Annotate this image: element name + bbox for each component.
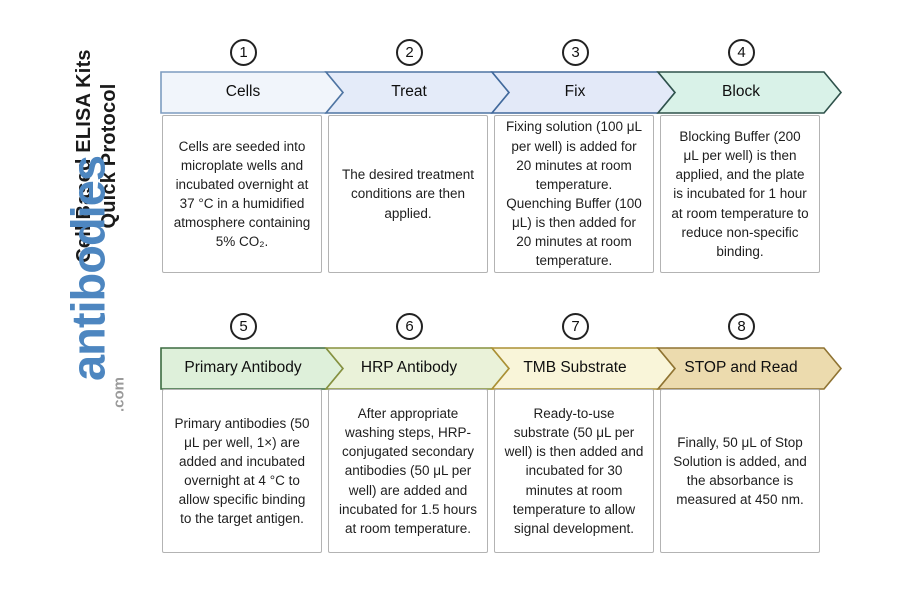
- step-number-5: 5: [230, 313, 257, 340]
- step-number-3: 3: [562, 39, 589, 66]
- step-number-1: 1: [230, 39, 257, 66]
- description-step-8: Finally, 50 μL of Stop Solution is added…: [660, 389, 820, 553]
- step-number-2-text: 2: [405, 44, 414, 61]
- arrow-label-hrp-antibody: HRP Antibody: [360, 359, 458, 376]
- description-step-8-text: Finally, 50 μL of Stop Solution is added…: [673, 434, 807, 508]
- step-number-7: 7: [562, 313, 589, 340]
- step-number-1-text: 1: [239, 44, 248, 61]
- arrow-band-bottom: [160, 347, 843, 390]
- logo-suffix: .com: [110, 377, 128, 413]
- description-step-5-text: Primary antibodies (50 μL per well, 1×) …: [174, 415, 310, 527]
- step-number-5-text: 5: [239, 318, 248, 335]
- arrow-label-fix: Fix: [564, 83, 586, 100]
- logo-word: antibodies: [61, 155, 115, 381]
- description-step-1: Cells are seeded into microplate wells a…: [162, 115, 322, 273]
- description-step-3: Fixing solution (100 μL per well) is add…: [494, 115, 654, 273]
- step-number-2: 2: [396, 39, 423, 66]
- arrow-band-top: [160, 71, 843, 114]
- step-number-3-text: 3: [571, 44, 580, 61]
- arrow-step-8: [656, 347, 843, 390]
- description-step-4-text: Blocking Buffer (200 μL per well) is the…: [671, 128, 809, 259]
- step-number-7-text: 7: [571, 318, 580, 335]
- arrow-label-tmb-substrate: TMB Substrate: [523, 359, 627, 376]
- step-number-4-text: 4: [737, 44, 746, 61]
- description-step-6-text: After appropriate washing steps, HRP-con…: [338, 405, 478, 536]
- arrow-label-cells: Cells: [225, 83, 261, 100]
- description-step-4: Blocking Buffer (200 μL per well) is the…: [660, 115, 820, 273]
- description-step-3-text: Fixing solution (100 μL per well) is add…: [505, 119, 643, 269]
- arrow-label-treat: Treat: [391, 83, 427, 100]
- description-step-6: After appropriate washing steps, HRP-con…: [328, 389, 488, 553]
- arrow-step-4: [656, 71, 843, 114]
- step-number-6-text: 6: [405, 318, 414, 335]
- description-step-2-text: The desired treatment conditions are the…: [341, 167, 475, 221]
- step-number-8-text: 8: [737, 318, 746, 335]
- arrow-label-stop-and-read: STOP and Read: [684, 359, 798, 376]
- step-number-8: 8: [728, 313, 755, 340]
- description-step-5: Primary antibodies (50 μL per well, 1×) …: [162, 389, 322, 553]
- description-step-7-text: Ready-to-use substrate (50 μL per well) …: [504, 405, 644, 536]
- description-step-7: Ready-to-use substrate (50 μL per well) …: [494, 389, 654, 553]
- arrow-label-primary-antibody: Primary Antibody: [184, 359, 302, 376]
- step-number-4: 4: [728, 39, 755, 66]
- description-step-1-text: Cells are seeded into microplate wells a…: [173, 138, 311, 250]
- arrow-label-block: Block: [722, 83, 760, 100]
- description-step-2: The desired treatment conditions are the…: [328, 115, 488, 273]
- step-number-6: 6: [396, 313, 423, 340]
